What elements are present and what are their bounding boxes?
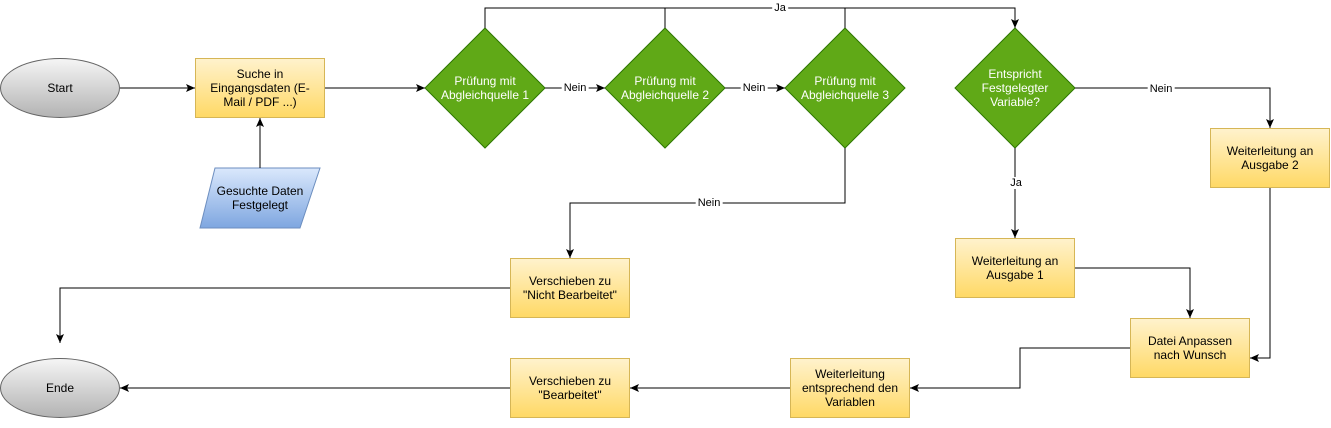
search-box: Suche in Eingangsdaten (E-Mail / PDF ...… [195,58,325,118]
edge-label-yes-top: Ja [772,2,788,14]
edge-label-no-1-2: Nein [561,82,589,94]
edge-notprocessed-end [56,287,510,343]
move-processed-box: Verschieben zu "Bearbeitet" [510,358,630,418]
check1-label: Prüfung mit Abgleichquelle 1 [440,74,530,102]
move-not-processed-box: Verschieben zu "Nicht Bearbeitet" [510,258,630,318]
edge-variable-output2 [1075,87,1274,128]
search-data-label: Gesuchte Daten Festgelegt [216,184,304,212]
edge-label-yes-variable: Ja [1008,177,1024,189]
output2-box: Weiterleitung an Ausgabe 2 [1210,128,1330,188]
edge-output1-adjust [1075,267,1194,318]
variable-check-label: Entspricht Festgelegter Variable? [981,67,1049,109]
output1-box: Weiterleitung an Ausgabe 1 [955,238,1075,298]
end-node: Ende [0,358,120,418]
check2-diamond [604,27,726,149]
edge-adjust-forward [910,347,1130,392]
edge-output2-adjust [1250,188,1271,362]
start-node: Start [0,58,120,118]
search-data-parallelogram [199,167,321,229]
adjust-file-box: Datei Anpassen nach Wunsch [1130,318,1250,378]
edge-label-no-variable: Nein [1147,83,1175,95]
edge-label-no-2-3: Nein [740,82,768,94]
check1-diamond [424,27,546,149]
edge-yes-bus [484,7,1019,28]
check3-label: Prüfung mit Abgleichquelle 3 [800,74,890,102]
edge-label-no-3: Nein [695,197,723,209]
check2-label: Prüfung mit Abgleichquelle 2 [620,74,710,102]
forward-variables-box: Weiterleitung entsprechend den Variablen [790,358,910,418]
